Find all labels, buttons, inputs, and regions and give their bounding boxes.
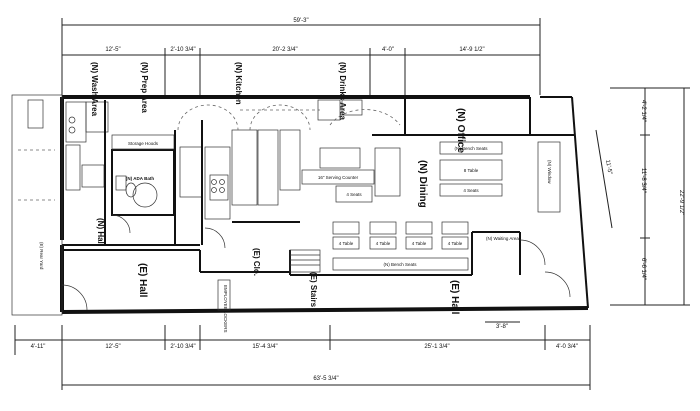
- ada-bath: (N) ADA Bath Storage Hoods: [111, 130, 176, 245]
- kitchen-label: (N) Kitchen: [234, 62, 243, 105]
- top-dim-3: 20'-2 3/4": [272, 47, 297, 53]
- bottom-dimensions: 4'-11" 12'-5" 2'-10 3/4" 15'-4 3/4" 25'-…: [14, 321, 591, 390]
- ada-bath-label: (N) ADA Bath: [126, 176, 154, 181]
- dining-label: (N) Dining: [417, 160, 428, 208]
- drinks-area-label: (N) Drinks Area: [338, 62, 347, 120]
- right-dim-1: 4'-2 1/4": [640, 100, 646, 122]
- window-seat-label: (N) Window: [547, 160, 552, 184]
- bottom-dim-5: 25'-1 3/4": [424, 344, 449, 350]
- bottom-dim-6: 4'-0 3/4": [556, 344, 578, 350]
- rear-yard: (E) Rear Yard: [11, 94, 63, 316]
- right-dim-3: 6'-6 1/4": [640, 258, 646, 280]
- wash-area: [65, 100, 109, 245]
- top-dim-2: 2'-10 3/4": [170, 47, 195, 53]
- dining-area: (N) Dining (N) Bench Seats 8 Table 4 Sea…: [332, 141, 561, 271]
- stairs-label: (E) Stairs: [309, 272, 318, 308]
- bottom-dim-2: 12'-5": [105, 344, 120, 350]
- closet-label: (E) Clo.: [252, 248, 261, 276]
- storage-hoods-label: Storage Hoods: [128, 141, 159, 146]
- top-dimensions: 59'-3" 12'-5" 2'-10 3/4" 20'-2 3/4" 4'-0…: [61, 18, 541, 95]
- circulation: (N) Hall (E) Hall (E) Clo. (E) Stairs (E…: [61, 218, 571, 333]
- bottom-dim-1: 4'-11": [31, 344, 46, 350]
- serving-counter-label: 16" Serving Counter: [318, 175, 359, 180]
- bottom-dim-3: 2'-10 3/4": [170, 344, 195, 350]
- employee-lockers-label: EMPLOYEE LOCKERS: [223, 285, 228, 333]
- office-label: (N) Office: [455, 108, 466, 153]
- zone-labels: (N) Wash Area (N) Prep Area (N) Kitchen …: [90, 62, 347, 120]
- bench-seats-bottom: (N) Bench Seats: [383, 262, 417, 267]
- angled-dimension: 11'-5": [604, 159, 612, 175]
- seats-label-1: 4 Seats: [346, 192, 362, 197]
- right-dim-2: 11'-8 3/4": [640, 168, 646, 193]
- overall-top-dimension: 59'-3": [293, 18, 308, 24]
- table-lower-3: 4 Table: [412, 241, 427, 246]
- prep-area-label: (N) Prep Area: [140, 62, 149, 113]
- seats-label-2: 4 Seats: [463, 188, 479, 193]
- top-dim-1: 12'-5": [105, 47, 120, 53]
- table-lower-1: 4 Table: [339, 241, 354, 246]
- right-dimensions: 22'-9 1/2" 4'-2 1/4" 11'-8 3/4" 6'-6 1/4…: [595, 87, 690, 306]
- right-overall-dimension: 22'-9 1/2": [678, 190, 684, 215]
- kitchen-area: [177, 104, 320, 245]
- table-upper-1: 8 Table: [464, 168, 479, 173]
- top-dim-5: 14'-9 1/2": [459, 47, 484, 53]
- bottom-sub-dimension: 3'-8": [496, 324, 508, 330]
- table-lower-2: 4 Table: [376, 241, 391, 246]
- bottom-dim-4: 15'-4 3/4": [252, 344, 277, 350]
- table-lower-4: 4 Table: [448, 241, 463, 246]
- e-hall-left-label: (E) Hall: [137, 263, 148, 298]
- n-hall-label: (N) Hall: [96, 218, 105, 246]
- office: (N) Office: [404, 97, 466, 153]
- bottom-overall-dimension: 63'-5 3/4": [313, 376, 338, 382]
- top-dim-4: 4'-0": [382, 47, 394, 53]
- drinks-area: 16" Serving Counter 4 Seats: [301, 99, 401, 203]
- waiting-area-label: (N) Waiting Area: [486, 236, 519, 241]
- wash-area-label: (N) Wash Area: [90, 62, 99, 117]
- e-hall-right-label: (E) Hall: [449, 280, 460, 315]
- rear-yard-label: (E) Rear Yard: [39, 242, 44, 270]
- bench-seats-top: (N) Bench Seats: [454, 146, 488, 151]
